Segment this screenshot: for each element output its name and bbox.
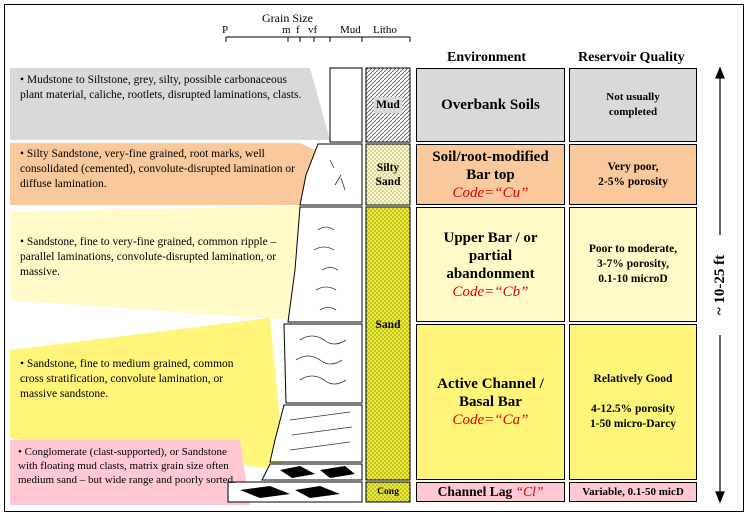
funnel-lag xyxy=(10,440,250,505)
funnel-active xyxy=(10,318,285,470)
rq-lag-line1: Variable, 0.1-50 micD xyxy=(582,485,684,498)
env-overbank-soils: Overbank Soils xyxy=(416,68,565,142)
funnel-mud xyxy=(10,68,330,140)
env-upper-bar-title: Upper Bar / or partial abandonment xyxy=(443,229,538,282)
grain-size-label: Grain Size xyxy=(262,11,313,25)
env-active-channel: Active Channel / Basal Bar Code=“Ca” xyxy=(416,324,565,480)
litho-cong-label: Cong xyxy=(377,487,399,497)
litho-sand-label: Sand xyxy=(375,319,401,331)
rq-bar-top-line1: Very poor, xyxy=(607,160,659,173)
rq-upper-bar-line1: Poor to moderate, xyxy=(588,243,678,255)
env-bar-top-title: Soil/root-modified Bar top xyxy=(432,148,549,183)
funnel-upper xyxy=(10,206,300,320)
rq-upper-bar-line3: 0.1-10 microD xyxy=(598,273,668,285)
env-lag-title: Channel Lag xyxy=(437,484,516,499)
description-sandstone-medium: • Sandstone, fine to medium grained, com… xyxy=(20,358,234,400)
rq-active-line1: Relatively Good xyxy=(593,373,673,385)
rq-active-line2: 4-12.5% porosity xyxy=(590,403,676,415)
rq-active-line3: 1-50 micro-Darcy xyxy=(589,418,677,430)
env-active-code: Code=“Ca” xyxy=(452,412,529,428)
litho-silty-label-2: Sand xyxy=(375,175,401,188)
reservoir-quality-header: Reservoir Quality xyxy=(578,50,685,65)
litho-silty-fill xyxy=(365,143,411,206)
rq-bar-top-line2: 2-5% porosity xyxy=(598,175,668,188)
grain-vf-label: vf xyxy=(308,24,318,36)
litho-sand: Sand xyxy=(366,300,410,350)
litho-silty-sand: Silty Sand xyxy=(366,144,410,205)
rq-upper-bar-line2: 3-7% porosity, xyxy=(597,258,669,270)
litho-silty-label-1: Silty xyxy=(376,161,400,174)
litho-cong-fill xyxy=(365,481,411,503)
rq-overbank: Not usually completed xyxy=(569,68,697,142)
env-active-title: Active Channel / Basal Bar xyxy=(437,376,544,410)
description-sandstone-fine: • Sandstone, fine to very-fine grained, … xyxy=(20,236,277,278)
rq-bar-top: Very poor, 2-5% porosity xyxy=(569,144,697,205)
grain-size-scale xyxy=(225,36,411,42)
description-silty-sandstone: • Silty Sandstone, very-fine grained, ro… xyxy=(20,148,295,190)
litho-mud: Mud xyxy=(366,68,410,142)
env-channel-lag: Channel Lag “Cl” xyxy=(416,482,565,502)
litho-sand-fill xyxy=(365,206,411,481)
grain-m-label: m xyxy=(282,24,291,36)
env-bar-top: Soil/root-modified Bar top Code=“Cu” xyxy=(416,144,565,205)
grain-p-label: P xyxy=(222,24,229,36)
litho-cong: Cong xyxy=(366,482,410,502)
thickness-label: ~ 10-25 ft xyxy=(712,235,732,335)
env-upper-bar: Upper Bar / or partial abandonment Code=… xyxy=(416,207,565,322)
env-lag-code: “Cl” xyxy=(515,484,544,499)
rq-active-channel: Relatively Good 4-12.5% porosity 1-50 mi… xyxy=(569,324,697,480)
env-upper-bar-code: Code=“Cb” xyxy=(452,283,529,300)
env-bar-top-code: Code=“Cu” xyxy=(452,184,529,201)
environment-header: Environment xyxy=(447,50,527,65)
rq-upper-bar: Poor to moderate, 3-7% porosity, 0.1-10 … xyxy=(569,207,697,322)
diagram-frame xyxy=(4,4,744,512)
grain-f-label: f xyxy=(296,24,300,36)
rq-channel-lag: Variable, 0.1-50 micD xyxy=(569,482,697,502)
rq-overbank-line1: Not usually xyxy=(606,91,660,103)
description-conglomerate: • Conglomerate (clast-supported), or San… xyxy=(18,446,236,486)
rq-overbank-line2: completed xyxy=(608,106,658,118)
litho-mud-label: Mud xyxy=(374,97,402,113)
litho-header-label: Litho xyxy=(373,24,397,36)
env-overbank-title: Overbank Soils xyxy=(441,97,540,113)
funnel-silty xyxy=(10,143,315,205)
description-mudstone: • Mudstone to Siltstone, grey, silty, po… xyxy=(20,74,302,101)
grain-mud-label: Mud xyxy=(340,24,361,36)
